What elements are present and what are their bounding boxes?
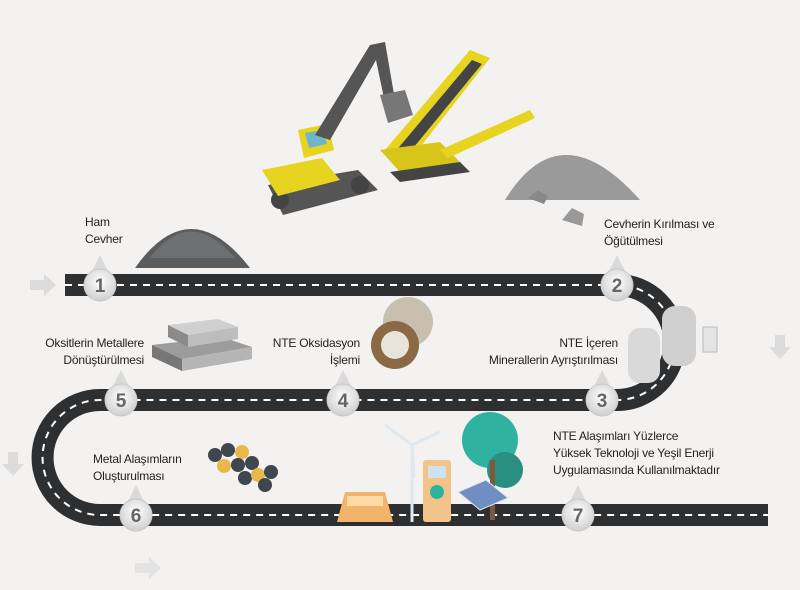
step-2-marker: 2 xyxy=(600,255,634,302)
crusher-illustration xyxy=(380,50,640,226)
step-7-label: NTE Alaşımları Yüzlerce Yüksek Teknoloji… xyxy=(553,428,720,479)
step-number: 1 xyxy=(95,276,106,297)
step-4-marker: 4 xyxy=(326,370,360,417)
step-7-marker: 7 xyxy=(561,485,595,532)
step-7-line-3: Uygulamasında Kullanılmaktadır xyxy=(553,463,720,477)
step-7-line-1: NTE Alaşımları Yüzlerce xyxy=(553,429,679,443)
ore-pile-illustration xyxy=(135,229,250,268)
start-arrow-icon xyxy=(30,274,56,296)
step-1-label: Ham Cevher xyxy=(85,214,123,248)
step-4-line-1: NTE Oksidasyon xyxy=(272,336,360,350)
step-6-line-2: Oluşturulması xyxy=(93,469,165,483)
step-number: 3 xyxy=(597,391,608,412)
tanks-illustration xyxy=(628,306,718,383)
step-7-line-2: Yüksek Teknoloji ve Yeşil Enerji xyxy=(553,446,714,460)
step-3-line-2: Minerallerin Ayrıştırılması xyxy=(488,353,618,367)
step-number: 6 xyxy=(131,506,142,527)
step-2-label: Cevherin Kırılması ve Öğütülmesi xyxy=(604,216,715,250)
excavator-illustration xyxy=(262,42,413,215)
step-6-label: Metal Alaşımların Oluşturulması xyxy=(93,451,182,485)
step-1-line-2: Cevher xyxy=(85,232,123,246)
oxide-powder-illustration xyxy=(371,297,433,369)
step-5-line-2: Dönüştürülmesi xyxy=(63,353,144,367)
step-3-line-1: NTE İçeren xyxy=(559,336,618,350)
step-2-line-1: Cevherin Kırılması ve xyxy=(604,217,715,231)
step-5-line-1: Oksitlerin Metallere xyxy=(45,336,144,350)
step-2-line-2: Öğütülmesi xyxy=(604,234,663,248)
step-number: 2 xyxy=(612,276,623,297)
step-3-marker: 3 xyxy=(585,370,619,417)
step-4-label: NTE Oksidasyon İşlemi xyxy=(273,335,360,369)
step-3-label: NTE İçeren Minerallerin Ayrıştırılması xyxy=(489,335,618,369)
step-number: 5 xyxy=(116,391,127,412)
alloy-spheres-illustration xyxy=(208,443,278,492)
step-5-label: Oksitlerin Metallere Dönüştürülmesi xyxy=(45,335,144,369)
down-arrow-icon xyxy=(2,452,24,476)
step-1-marker: 1 xyxy=(83,255,117,302)
step-number: 7 xyxy=(573,506,584,527)
ingots-illustration xyxy=(152,319,252,371)
step-1-line-1: Ham xyxy=(85,215,110,229)
step-4-line-2: İşlemi xyxy=(329,353,360,367)
step-6-marker: 6 xyxy=(119,485,153,532)
down-arrow-icon xyxy=(769,335,791,359)
step-number: 4 xyxy=(338,391,349,412)
green-energy-illustration xyxy=(337,412,523,522)
step-5-marker: 5 xyxy=(104,370,138,417)
end-arrow-icon xyxy=(135,557,161,579)
step-6-line-1: Metal Alaşımların xyxy=(93,452,182,466)
